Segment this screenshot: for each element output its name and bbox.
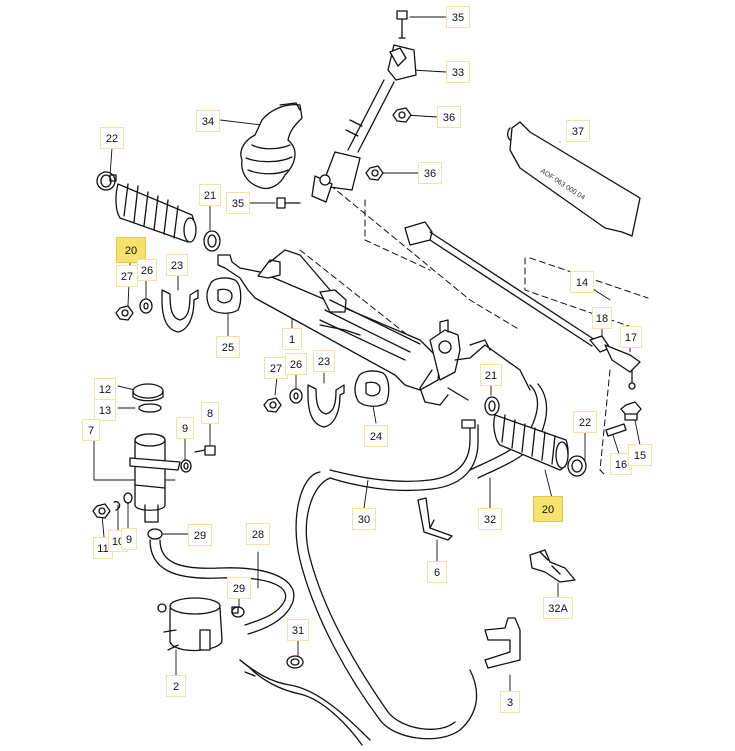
bracket-32A: [529, 549, 576, 583]
nut-15: [620, 401, 642, 421]
callout-22-left: 22: [100, 127, 124, 149]
callout-6: 6: [427, 561, 447, 583]
rack-boot-20-left: [115, 183, 197, 243]
return-hose-loop: [239, 471, 478, 746]
callout-2: 2: [166, 675, 186, 697]
callout-13: 13: [94, 399, 116, 421]
callout-35-top: 35: [446, 6, 470, 28]
callout-18: 18: [592, 307, 612, 329]
clamp-22-left: [96, 171, 117, 191]
callout-9-lower: 9: [121, 528, 137, 550]
callout-16: 16: [610, 453, 632, 475]
washer-26-left: [139, 298, 153, 314]
callout-37: 37: [566, 120, 590, 142]
rack-boot-20-right: [493, 414, 569, 471]
clamp-23-left: [161, 289, 199, 333]
callout-22-right: 22: [573, 411, 597, 433]
washer-9-lower: [123, 492, 133, 504]
callout-36-lower: 36: [418, 162, 442, 184]
callout-3: 3: [500, 691, 520, 713]
callout-9-upper: 9: [176, 417, 194, 439]
washer-26-center: [289, 388, 303, 404]
steering-rack-housing-1: [217, 249, 531, 406]
nut-36-b: [365, 165, 384, 181]
callout-14: 14: [570, 271, 594, 293]
callout-23-center: 23: [313, 350, 335, 372]
callout-7: 7: [82, 419, 100, 441]
bushing-24: [354, 370, 390, 407]
callout-26-center: 26: [285, 353, 307, 375]
column-boot-34: [240, 102, 303, 190]
nut-27-left: [115, 305, 134, 321]
callout-1: 1: [282, 328, 302, 350]
tie-rod-14: [404, 221, 641, 390]
bolt-35-middle: [276, 197, 301, 209]
pressure-hose-30: [329, 419, 479, 492]
grease-tube-37: AOF 063 000 04: [507, 121, 641, 237]
callout-12: 12: [94, 378, 116, 400]
power-steering-pump-2: [157, 597, 223, 652]
clamp-21-right: [484, 396, 500, 416]
callout-29-lower: 29: [227, 577, 251, 599]
washer-9-upper: [180, 459, 192, 473]
callout-21-right: 21: [480, 364, 502, 386]
seal-13: [138, 403, 162, 413]
bushing-25: [206, 277, 242, 314]
callout-20-left: 20: [116, 237, 146, 263]
callout-33: 33: [446, 61, 470, 83]
clamp-21-left: [203, 230, 221, 252]
callout-17: 17: [620, 326, 642, 348]
nut-36-a: [392, 107, 412, 123]
callout-8: 8: [201, 402, 219, 424]
bracket-6: [417, 497, 453, 541]
callout-23-left: 23: [166, 254, 188, 276]
callout-32: 32: [478, 508, 502, 530]
clamp-23-center: [307, 384, 345, 428]
bolt-16: [605, 423, 627, 437]
steering-column-shaft: [311, 44, 417, 203]
fluid-reservoir-7: [129, 433, 181, 523]
clamp-22-right: [567, 455, 587, 477]
callout-36-upper: 36: [437, 106, 461, 128]
bracket-3: [484, 617, 521, 669]
hose-28: [149, 539, 295, 635]
callout-27-left: 27: [116, 265, 138, 287]
hose-clamp-29-upper: [147, 528, 163, 540]
reservoir-cap-12: [132, 383, 164, 402]
hose-clamp-31: [286, 655, 304, 669]
callout-28: 28: [246, 523, 270, 545]
hose-clamp-29-lower: [231, 606, 245, 618]
callout-30: 30: [352, 508, 376, 530]
callout-35-middle: 35: [226, 192, 250, 214]
nut-11: [92, 503, 111, 519]
callout-24: 24: [364, 425, 388, 447]
callout-34: 34: [196, 110, 220, 132]
callout-21-left: 21: [199, 184, 221, 206]
bolt-35-top: [396, 10, 408, 39]
callout-15: 15: [628, 444, 652, 466]
callout-26-left: 26: [137, 259, 157, 281]
callout-31: 31: [287, 619, 309, 641]
callout-32A: 32A: [543, 597, 573, 619]
nut-27-center: [263, 397, 282, 413]
bolt-8: [194, 445, 216, 456]
callout-25: 25: [216, 336, 240, 358]
lock-washer-10: [113, 501, 121, 511]
callout-29-upper: 29: [188, 524, 212, 546]
callout-20-right: 20: [533, 496, 563, 522]
